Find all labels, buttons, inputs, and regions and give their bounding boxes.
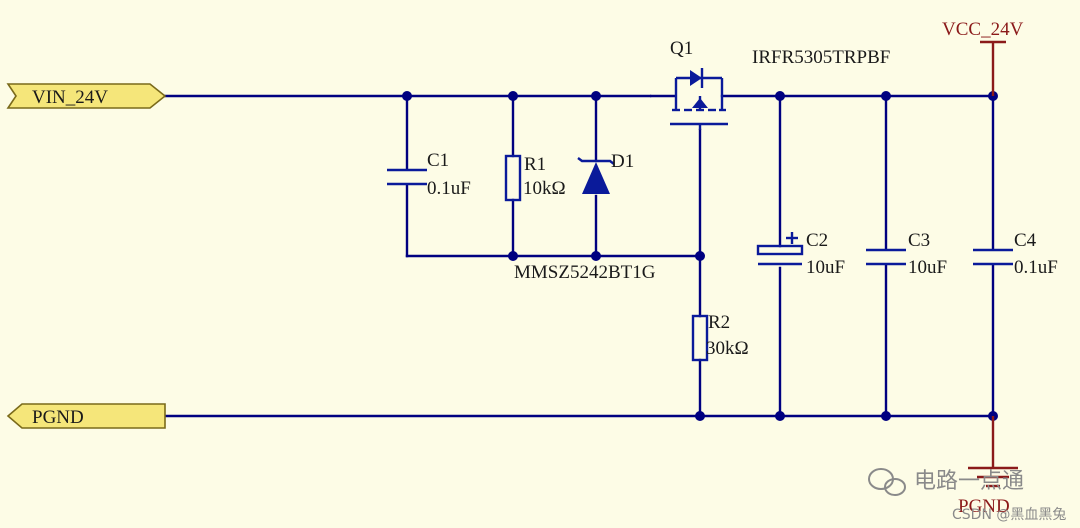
c2-value: 10uF	[806, 257, 845, 278]
c4-value: 0.1uF	[1014, 257, 1058, 278]
r1-value: 10kΩ	[523, 178, 566, 199]
wires	[163, 94, 995, 418]
d1-part: MMSZ5242BT1G	[514, 262, 656, 283]
power-port-vcc[interactable]: VCC_24V	[942, 19, 1024, 96]
capacitor-c2[interactable]: C2 10uF	[756, 230, 845, 278]
watermark-channel: 电路一点通	[914, 469, 1024, 494]
port-vin[interactable]: VIN_24V	[6, 83, 167, 109]
d1-ref: D1	[611, 151, 634, 172]
junction-dots	[402, 91, 998, 421]
resistor-r1[interactable]: R1 10kΩ	[504, 154, 566, 202]
c1-ref: C1	[427, 150, 449, 171]
c3-ref: C3	[908, 230, 930, 251]
capacitor-c4[interactable]: C4 0.1uF	[973, 230, 1058, 278]
watermark: 电路一点通 CSDN @黑血黑兔	[868, 468, 1066, 523]
mosfet-q1[interactable]: Q1 IRFR5305TRPBF	[650, 38, 890, 130]
port-pgnd-label: PGND	[32, 407, 84, 428]
r2-value: 30kΩ	[706, 338, 749, 359]
r1-ref: R1	[524, 154, 546, 175]
wechat-icon	[868, 468, 906, 496]
port-pgnd[interactable]: PGND	[6, 403, 166, 429]
resistor-r2[interactable]: R2 30kΩ	[691, 312, 749, 362]
q1-part: IRFR5305TRPBF	[752, 47, 890, 68]
c1-value: 0.1uF	[427, 178, 471, 199]
capacitor-c3[interactable]: C3 10uF	[866, 230, 947, 278]
capacitor-c1[interactable]: C1 0.1uF	[387, 150, 471, 199]
watermark-source: CSDN @黑血黑兔	[952, 507, 1066, 523]
port-vin-label: VIN_24V	[32, 87, 108, 108]
r2-ref: R2	[708, 312, 730, 333]
zener-diode-d1[interactable]: D1 MMSZ5242BT1G	[514, 151, 656, 283]
pgnd-ground-label: PGND	[958, 496, 1010, 517]
q1-ref: Q1	[670, 38, 693, 59]
c2-ref: C2	[806, 230, 828, 251]
c3-value: 10uF	[908, 257, 947, 278]
c4-ref: C4	[1014, 230, 1037, 251]
vcc-label: VCC_24V	[942, 19, 1024, 40]
ground-symbol-pgnd[interactable]: PGND	[958, 416, 1018, 517]
